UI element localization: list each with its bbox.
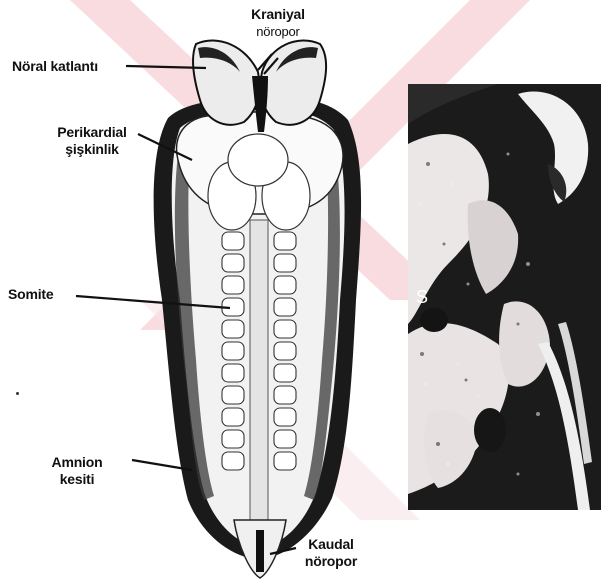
label-noral-katlanti: Nöral katlantı: [12, 58, 98, 75]
label-perikardial-line1: Perikardial: [44, 124, 140, 141]
label-amnion-line1: Amnion: [40, 454, 114, 471]
label-kaudal-noropor: Kaudal nöropor: [296, 536, 366, 570]
somite-marker-s: S: [416, 287, 428, 308]
label-kraniyal-line2: nöropor: [236, 23, 320, 40]
label-somite: Somite: [8, 286, 53, 303]
label-perikardial-line2: şişkinlik: [44, 141, 140, 158]
somite-column-left: [222, 232, 244, 470]
label-perikardial-siskinlik: Perikardial şişkinlik: [44, 124, 140, 158]
somite-column-right: [274, 232, 296, 470]
label-kraniyal-noropor: Kraniyal nöropor: [236, 6, 320, 40]
micrograph-panel: [408, 84, 601, 510]
label-amnion-line2: kesiti: [40, 471, 114, 488]
label-amnion-kesiti: Amnion kesiti: [40, 454, 114, 488]
label-kraniyal-line1: Kraniyal: [236, 6, 320, 23]
stray-dot: [16, 392, 19, 395]
label-kaudal-line1: Kaudal: [296, 536, 366, 553]
label-kaudal-line2: nöropor: [296, 553, 366, 570]
